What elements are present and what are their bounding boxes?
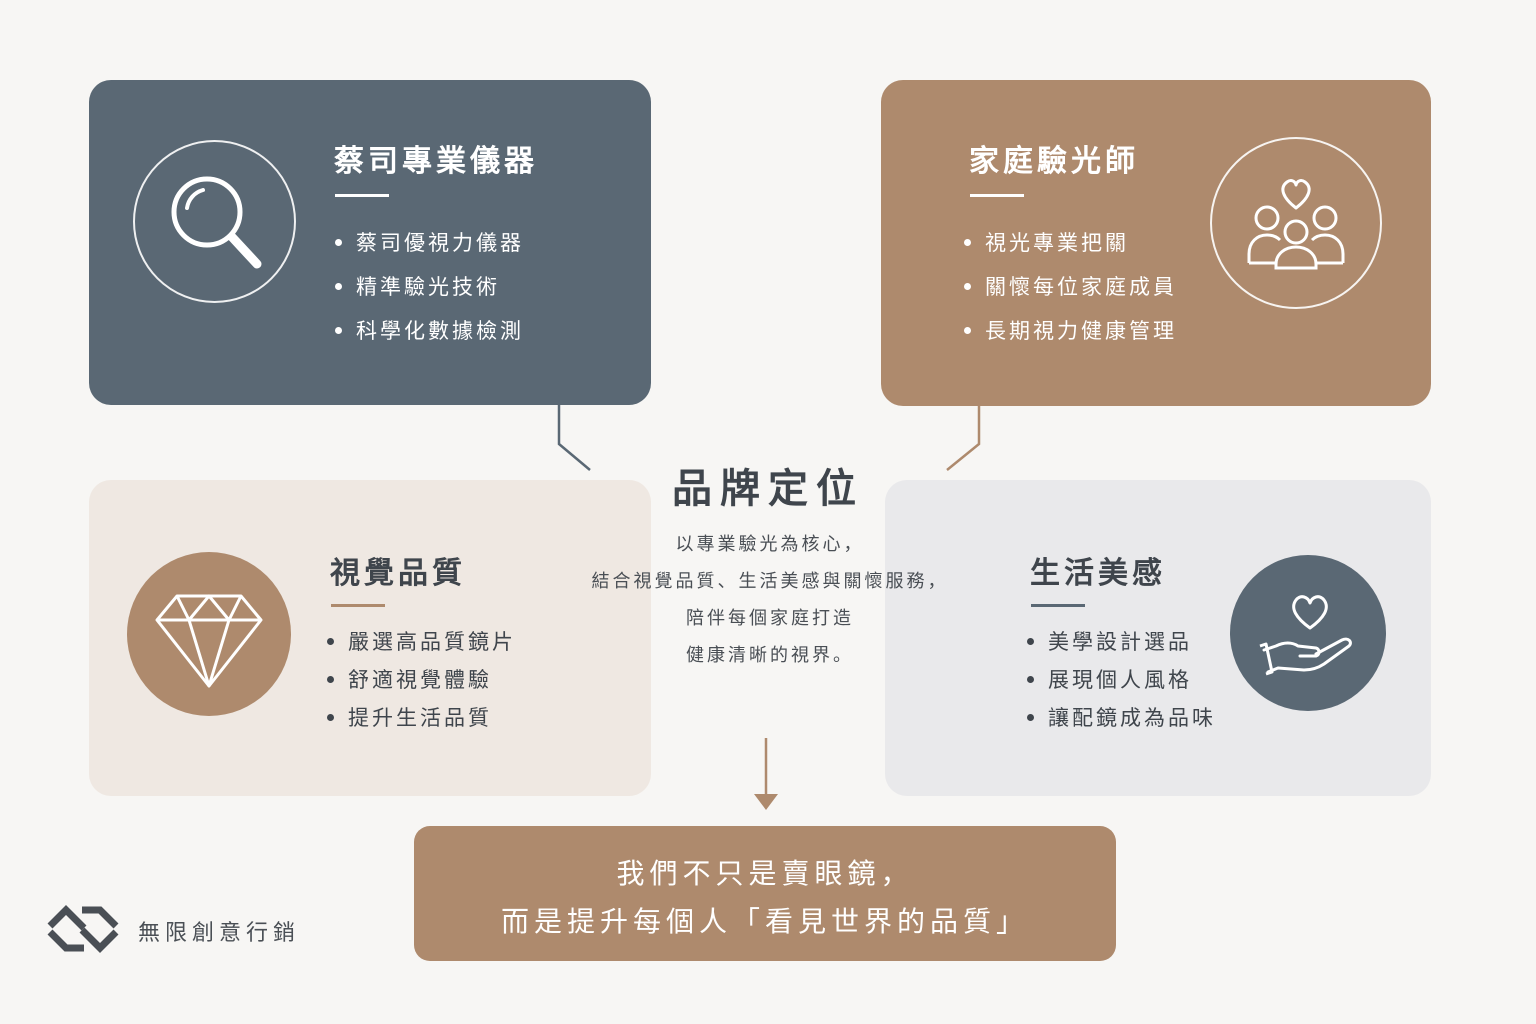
conclusion-line-2: 而是提升每個人「看見世界的品質」 (500, 905, 1029, 938)
family-heart-icon (1247, 179, 1345, 270)
card-title: 家庭驗光師 (969, 144, 1139, 179)
title-rule (1031, 604, 1085, 607)
conclusion-line-1: 我們不只是賣眼鏡， (616, 857, 914, 890)
list-item: 精準驗光技術 (335, 264, 524, 308)
center-description: 以專業驗光為核心， 結合視覺品質、生活美感與關懷服務， 陪伴每個家庭打造 健康清… (560, 530, 980, 678)
card-title: 生活美感 (1030, 556, 1166, 591)
card-family-optometrist: 家庭驗光師 視光專業把關 關懷每位家庭成員 長期視力健康管理 (881, 80, 1431, 406)
connector-top-right (946, 400, 981, 471)
list-item: 嚴選高品質鏡片 (327, 622, 516, 660)
family-circle (1210, 137, 1382, 309)
list-item: 讓配鏡成為品味 (1027, 698, 1216, 736)
center-line: 陪伴每個家庭打造 (686, 608, 854, 629)
list-item: 美學設計選品 (1027, 622, 1216, 660)
title-rule (331, 604, 385, 607)
center-title: 品牌定位 (672, 466, 864, 512)
card-title: 蔡司專業儀器 (334, 144, 538, 179)
hand-heart-icon (1259, 595, 1352, 676)
bullet-list: 蔡司優視力儀器 精準驗光技術 科學化數據檢測 (335, 220, 524, 352)
hand-heart-circle (1230, 555, 1386, 711)
connector-top-left (557, 400, 591, 471)
brand-name: 無限創意行銷 (138, 921, 301, 946)
title-rule (335, 194, 389, 197)
conclusion-box: 我們不只是賣眼鏡， 而是提升每個人「看見世界的品質」 (414, 826, 1116, 961)
list-item: 視光專業把關 (964, 220, 1177, 264)
list-item: 提升生活品質 (327, 698, 516, 736)
magnifier-icon (171, 176, 262, 269)
diamond-icon (155, 594, 263, 688)
card-visual-quality: 視覺品質 嚴選高品質鏡片 舒適視覺體驗 提升生活品質 (89, 480, 651, 796)
bullet-list: 視光專業把關 關懷每位家庭成員 長期視力健康管理 (964, 220, 1177, 352)
card-lifestyle-aesthetics: 生活美感 美學設計選品 展現個人風格 讓配鏡成為品味 (885, 480, 1431, 796)
list-item: 展現個人風格 (1027, 660, 1216, 698)
list-item: 科學化數據檢測 (335, 308, 524, 352)
list-item: 長期視力健康管理 (964, 308, 1177, 352)
center-line: 以專業驗光為核心， (675, 534, 865, 555)
card-title: 視覺品質 (330, 556, 466, 591)
center-line: 結合視覺品質、生活美感與關懷服務， (591, 571, 949, 592)
diamond-circle (127, 552, 291, 716)
list-item: 蔡司優視力儀器 (335, 220, 524, 264)
list-item: 舒適視覺體驗 (327, 660, 516, 698)
magnifier-circle (133, 140, 296, 303)
brand-logo-icon (47, 905, 119, 953)
center-line: 健康清晰的視界。 (686, 645, 854, 666)
bullet-list: 嚴選高品質鏡片 舒適視覺體驗 提升生活品質 (327, 622, 516, 736)
card-zeiss-instruments: 蔡司專業儀器 蔡司優視力儀器 精準驗光技術 科學化數據檢測 (89, 80, 651, 405)
list-item: 關懷每位家庭成員 (964, 264, 1177, 308)
title-rule (970, 194, 1024, 197)
down-arrow-head (754, 794, 778, 810)
bullet-list: 美學設計選品 展現個人風格 讓配鏡成為品味 (1027, 622, 1216, 736)
